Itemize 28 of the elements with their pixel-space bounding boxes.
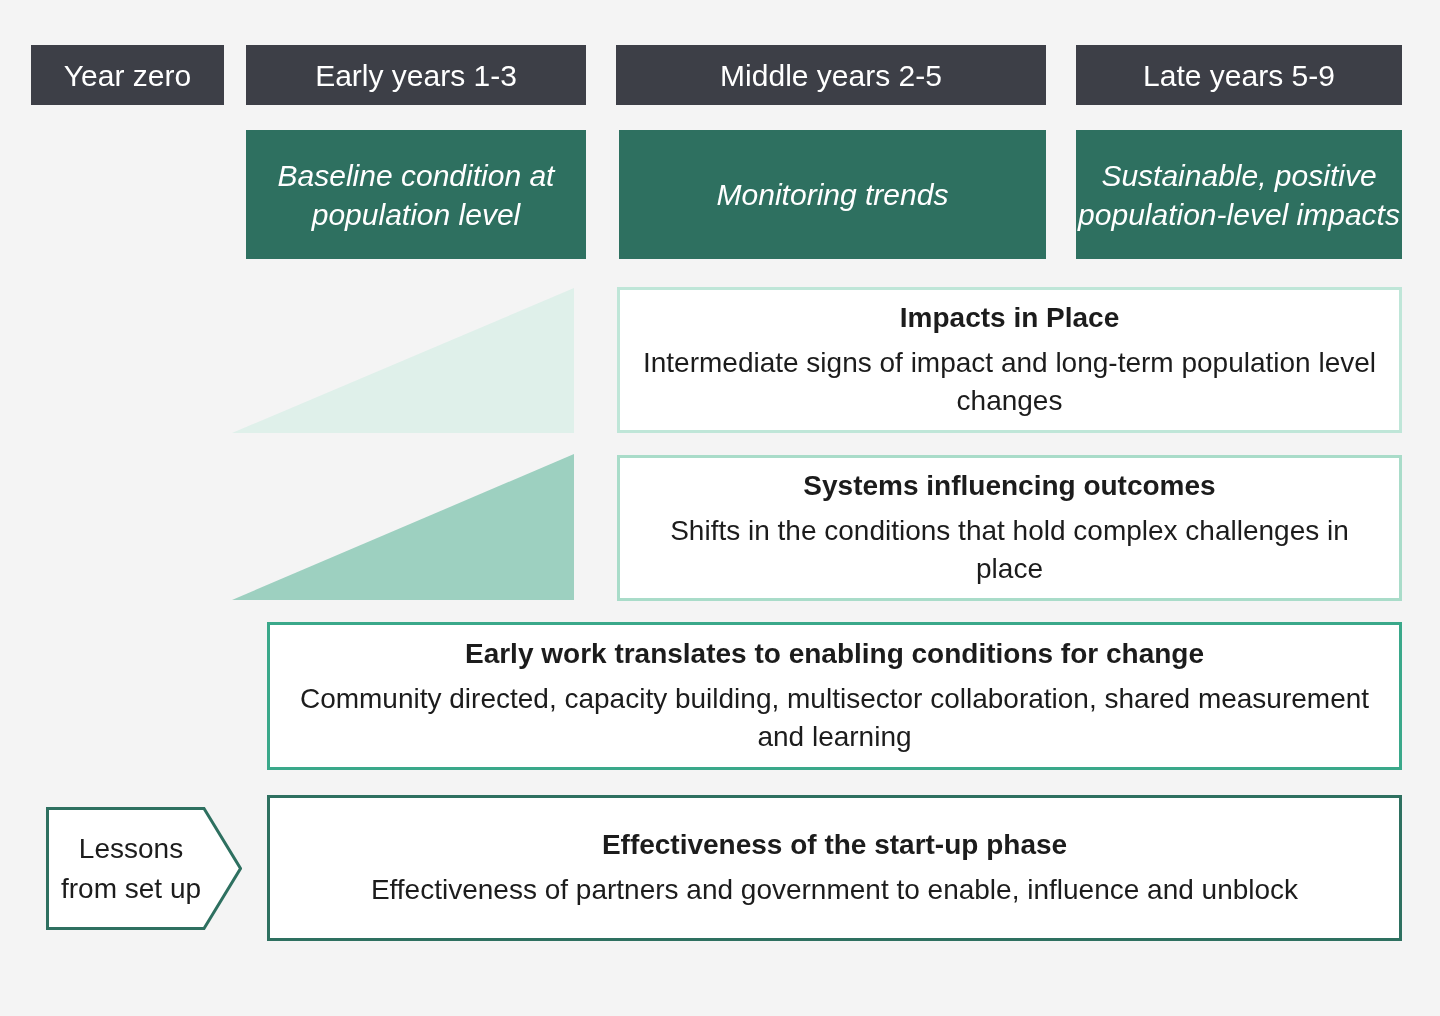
period-label: Early years 1-3 [315,57,517,94]
goal-box [1076,130,1402,259]
period-header [31,45,224,105]
goal-box [619,130,1046,259]
box-description: Shifts in the conditions that hold complex challenges in place [669,514,1350,587]
box-description: Community directed, capacity building, multisector collaboration, shared measurement and learning [298,682,1371,755]
period-header [246,45,586,105]
period-header [616,45,1046,105]
box-description: Intermediate signs of impact and long-term population level changes [641,346,1378,419]
goal-text: Sustainable, positive population-level impacts [1076,157,1401,233]
box-heading: Systems influencing outcomes [803,469,1216,503]
period-label: Year zero [63,57,192,94]
period-label: Middle years 2-5 [720,57,942,94]
box-description: Effectiveness of partners and government to enable, influence and unblock [370,873,1299,908]
outcome-box [617,455,1402,601]
outcome-box [267,795,1402,941]
box-heading: Impacts in Place [899,301,1120,335]
goal-text: Monitoring trends [716,177,949,213]
period-label: Late years 5-9 [1143,57,1335,94]
box-heading: Effectiveness of the start-up phase [601,827,1068,862]
goal-text: Baseline condition at population level [276,157,557,233]
outcome-box [617,287,1402,433]
goal-box [246,130,586,259]
box-heading: Early work translates to enabling conditions for change [464,637,1204,671]
chevron-box [46,807,242,930]
chevron-label: Lessons from set up [59,832,203,906]
period-header [1076,45,1402,105]
outcome-box [267,622,1402,770]
